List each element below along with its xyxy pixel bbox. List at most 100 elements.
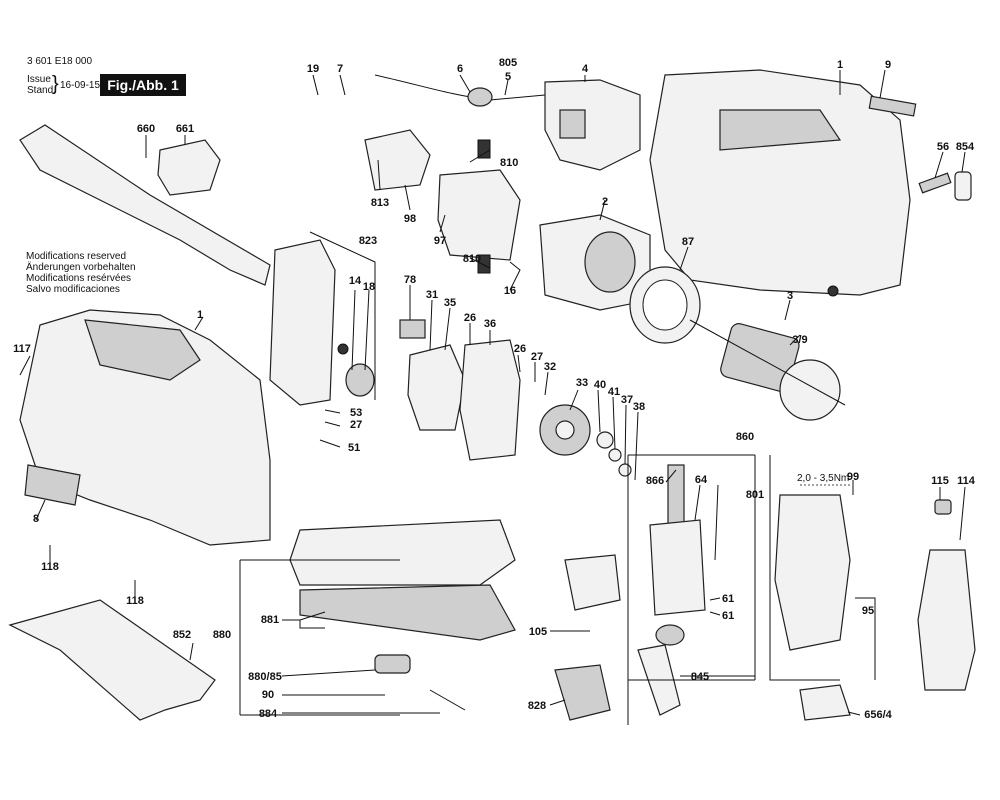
part-label: 40 [594, 379, 606, 391]
part-label: 95 [862, 605, 874, 617]
part-label: 33 [576, 377, 588, 389]
part-label: 118 [41, 561, 59, 573]
part-label: 26 [464, 312, 476, 324]
issue-label: Issue [27, 74, 51, 85]
led-cap [934, 499, 952, 515]
part-label: 37 [621, 394, 633, 406]
extraction-hose [19, 124, 271, 286]
part-label: 90 [262, 689, 274, 701]
clamp-lever [374, 654, 411, 674]
part-label: 36 [484, 318, 496, 330]
armature-shaft [689, 319, 846, 406]
part-label: 810 [500, 157, 518, 169]
part-label: 117 [13, 343, 31, 355]
x-mark [337, 343, 349, 355]
part-label: 813 [371, 197, 389, 209]
part-label: 61 [722, 610, 734, 622]
part-label: 87 [682, 236, 694, 248]
part-label: 53 [350, 407, 362, 419]
carbon-brush [477, 254, 491, 274]
torque-label: 2,0 - 3,5Nm [797, 473, 849, 484]
part-label: 884 [259, 708, 278, 720]
blade-holder [564, 554, 621, 611]
part-label: 1 [197, 309, 203, 321]
part-label: 32 [544, 361, 556, 373]
part-label: 16 [504, 285, 516, 297]
part-label: 115 [931, 475, 949, 487]
part-label: 9 [885, 59, 891, 71]
part-label: 823 [359, 235, 377, 247]
anti-splinter-shoe [8, 599, 216, 721]
gear-housing-right [774, 494, 851, 651]
issue-date: 16-09-15 [60, 80, 101, 91]
part-label: 38 [633, 401, 645, 413]
label-plate [868, 95, 917, 117]
cable-grommet [467, 87, 493, 107]
field-bore [584, 231, 636, 293]
modification-line: Modifications resérvées [26, 273, 132, 284]
clamp-screw [429, 689, 466, 711]
part-label: 51 [348, 442, 360, 454]
carbon-brush [477, 139, 491, 159]
brush-plate [437, 169, 521, 261]
part-label: 828 [528, 700, 546, 712]
part-label: 805 [499, 57, 517, 69]
leader-lines [19, 69, 966, 725]
part-label: 6 [457, 63, 463, 75]
part-label: 881 [261, 614, 279, 626]
switch-button [559, 109, 586, 139]
part-label: 7 [337, 63, 343, 75]
plunger-guide [649, 519, 706, 616]
part-label: 19 [307, 63, 319, 75]
guide-block [459, 339, 521, 461]
part-label: 852 [173, 629, 191, 641]
guard-plate [799, 684, 851, 721]
part-label: 114 [957, 475, 976, 487]
x-mark [827, 285, 839, 297]
armature-fan [779, 359, 841, 421]
base-plate [289, 519, 516, 586]
plunger-roller [655, 624, 685, 646]
modification-line: Modifications reserved [26, 251, 127, 262]
modification-line: Änderungen vorbehalten [26, 262, 136, 273]
washer [608, 448, 622, 462]
part-label: 656/4 [864, 709, 892, 721]
part-label: 2 [602, 196, 608, 208]
bearing-ring [345, 363, 375, 397]
hose-adapter [157, 139, 221, 196]
part-label: 880 [213, 629, 231, 641]
part-label: 801 [746, 489, 764, 501]
part-label: 118 [126, 595, 144, 607]
part-label: 661 [176, 123, 194, 135]
part-label: 99 [847, 471, 859, 483]
part-label: 3 [787, 290, 793, 302]
part-label: 78 [404, 274, 416, 286]
switch-unit [544, 79, 641, 171]
part-label: 97 [434, 235, 446, 247]
washer [618, 463, 632, 477]
part-label: 1 [837, 59, 843, 71]
part-label: 854 [956, 141, 975, 153]
part-label: 3/9 [792, 334, 807, 346]
part-label: 64 [695, 474, 708, 486]
part-label: 27 [350, 419, 362, 431]
cover-plate [24, 464, 81, 506]
housing-grip-opening [719, 109, 842, 151]
part-label: 4 [582, 63, 589, 75]
fan-baffle-inner [642, 279, 688, 331]
part-label: 18 [363, 281, 375, 293]
modifications-notice: Modifications reserved Änderungen vorbeh… [26, 251, 136, 295]
washer [596, 431, 614, 449]
drive-gear-hub [555, 420, 575, 440]
part-label: 98 [404, 213, 416, 225]
plunger-tube [667, 464, 685, 526]
part-label: 27 [531, 351, 543, 363]
part-label: 35 [444, 297, 456, 309]
part-label: 866 [646, 475, 664, 487]
doc-number: 3 601 E18 000 [27, 56, 93, 67]
issue-brace: } [52, 73, 59, 95]
modification-line: Salvo modificaciones [26, 284, 120, 295]
part-label: 105 [529, 626, 547, 638]
